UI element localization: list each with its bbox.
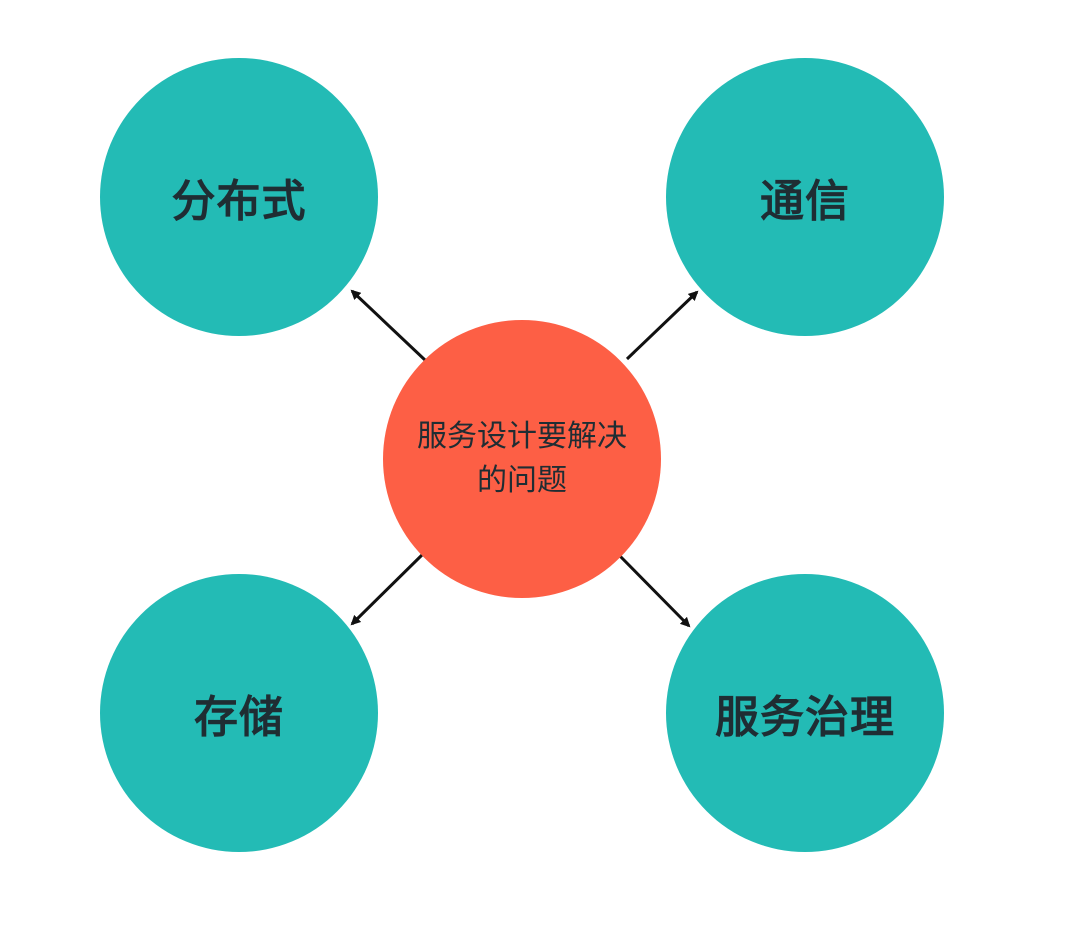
node-communication: 通信 — [666, 58, 944, 336]
node-distributed: 分布式 — [100, 58, 378, 336]
center-node-label: 服务设计要解决的问题 — [417, 419, 627, 498]
center-node: 服务设计要解决的问题 — [383, 320, 661, 598]
node-governance: 服务治理 — [666, 574, 944, 852]
arrow-to-governance — [616, 552, 691, 628]
arrow-to-distributed — [350, 289, 427, 362]
node-governance-label: 服务治理 — [715, 692, 895, 743]
node-distributed-label: 分布式 — [171, 176, 307, 227]
arrow-to-communication — [625, 290, 699, 361]
arrow-to-storage — [350, 551, 426, 626]
node-storage-label: 存储 — [194, 692, 284, 743]
node-storage: 存储 — [100, 574, 378, 852]
node-communication-label: 通信 — [760, 176, 850, 227]
